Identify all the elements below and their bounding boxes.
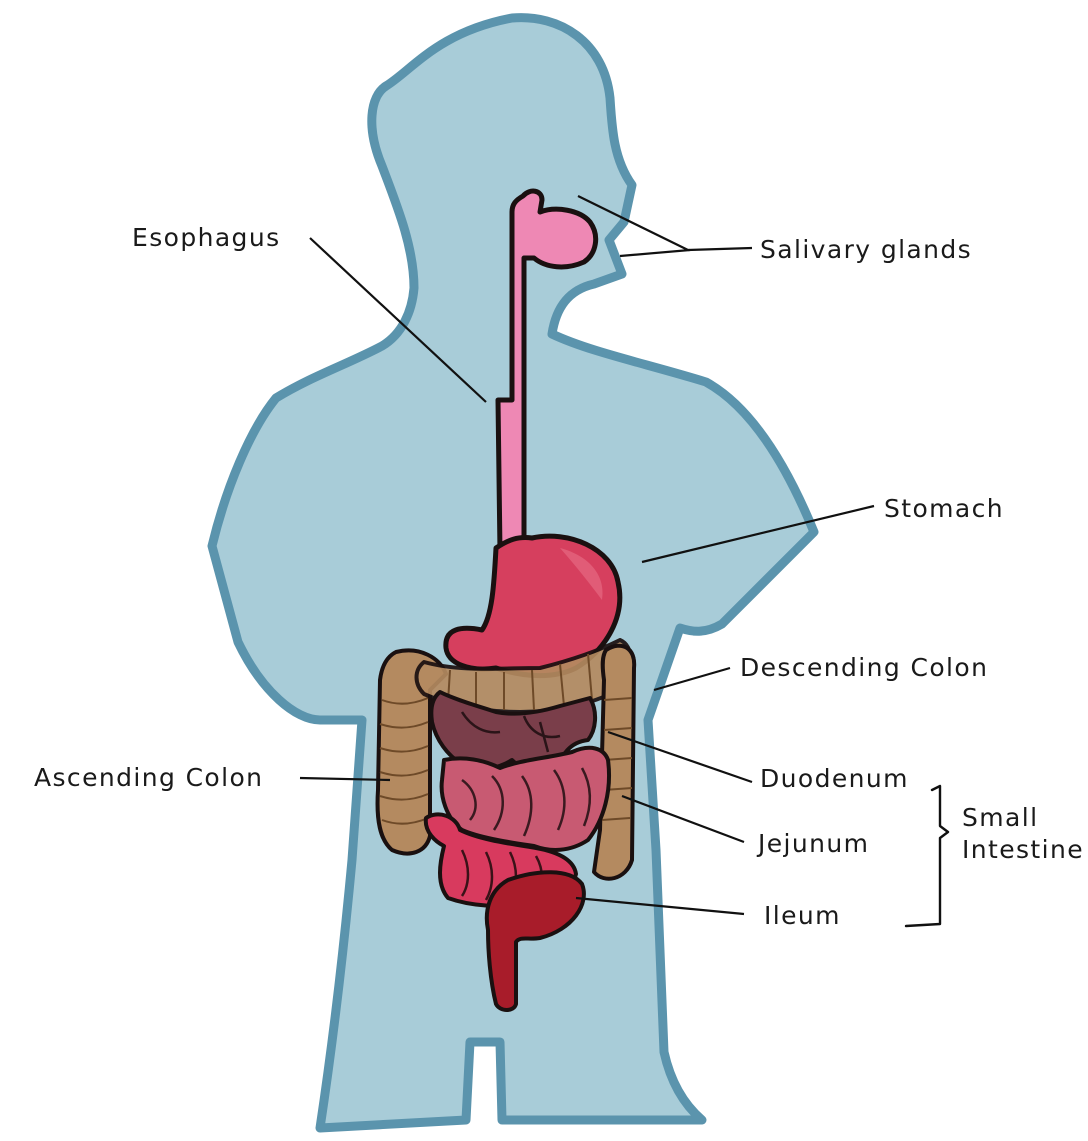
label-small-intestine-line2: Intestine [962, 835, 1084, 864]
label-stomach: Stomach [884, 494, 1004, 523]
label-ileum: Ileum [764, 901, 841, 930]
label-salivary-glands: Salivary glands [760, 235, 972, 264]
label-esophagus: Esophagus [132, 223, 281, 252]
label-small-intestine-line1: Small [962, 803, 1038, 832]
small-intestine-bracket [906, 786, 948, 926]
label-duodenum: Duodenum [760, 764, 909, 793]
label-descending-colon: Descending Colon [740, 653, 988, 682]
leader-salivary-lower [620, 250, 690, 256]
label-jejunum: Jejunum [756, 829, 869, 858]
label-ascending-colon: Ascending Colon [34, 763, 263, 792]
leader-salivary-main [688, 248, 752, 250]
